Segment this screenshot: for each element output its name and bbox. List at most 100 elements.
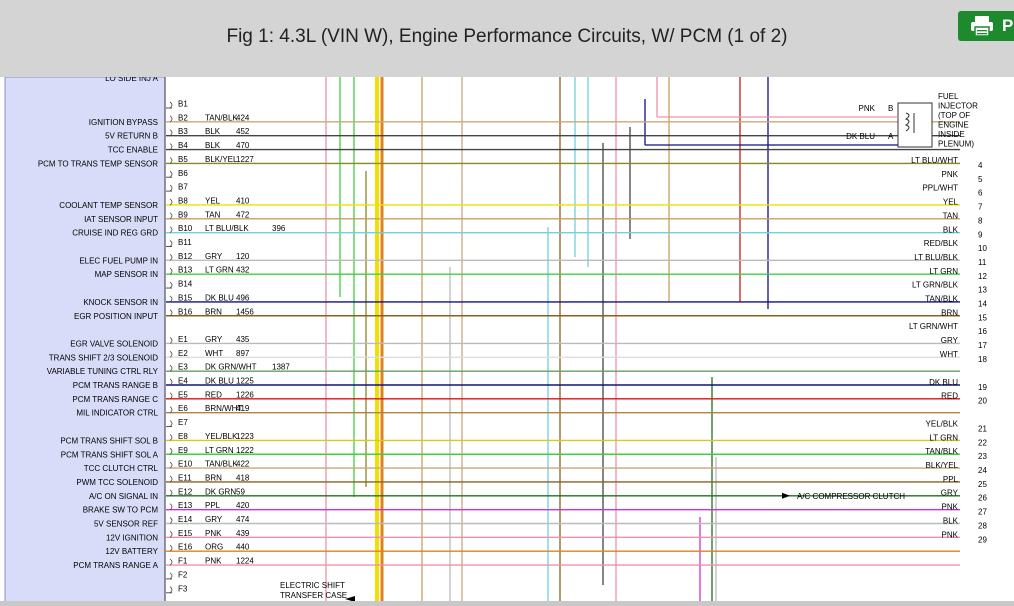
printer-icon xyxy=(971,16,993,36)
pcm-pin-function: IAT SENSOR INPUT xyxy=(84,215,158,224)
header-bar: Fig 1: 4.3L (VIN W), Engine Performance … xyxy=(0,0,1014,77)
pin-number: E4 xyxy=(178,377,188,386)
pcm-pin-function: 12V IGNITION xyxy=(106,533,158,542)
wire-color-code: TAN/BLK xyxy=(205,460,238,469)
pin-number: F3 xyxy=(178,584,188,593)
right-wire-color: RED xyxy=(941,392,958,401)
pcm-pin-function: PCM TRANS SHIFT SOL A xyxy=(61,450,159,459)
right-wire-color: PNK xyxy=(942,503,959,512)
horizontal-scrollbar[interactable] xyxy=(0,601,1014,606)
ac-compressor-clutch-label: A/C COMPRESSOR CLUTCH xyxy=(797,492,905,501)
circuit-number: 420 xyxy=(236,501,250,510)
pin-number: B6 xyxy=(178,169,188,178)
injector-label: (TOP OF xyxy=(938,111,970,120)
wire-color-code: YEL/BLK xyxy=(205,432,238,441)
pin-bracket xyxy=(169,461,173,469)
circuit-number: 897 xyxy=(236,349,250,358)
circuit-number: 1223 xyxy=(236,432,254,441)
pcm-pin-function: KNOCK SENSOR IN xyxy=(83,298,158,307)
pcm-pin-function: PWM TCC SOLENOID xyxy=(76,478,158,487)
circuit-number: 440 xyxy=(236,543,250,552)
pin-number: E15 xyxy=(178,529,193,538)
wire-color-code: BLK xyxy=(205,141,221,150)
pin-number: B16 xyxy=(178,307,193,316)
injector-label: PLENUM) xyxy=(938,140,974,149)
ac-clutch-arrow-icon xyxy=(782,492,790,499)
circuit-number: 452 xyxy=(236,127,250,136)
pin-bracket xyxy=(169,101,173,109)
circuit-number: 422 xyxy=(236,460,250,469)
pin-bracket xyxy=(169,309,173,317)
pin-number: E12 xyxy=(178,487,193,496)
right-wire-color: TAN xyxy=(943,211,959,220)
print-button-label: P xyxy=(1002,16,1014,35)
pin-bracket xyxy=(169,364,173,372)
pin-number: E3 xyxy=(178,363,188,372)
right-wire-number: 9 xyxy=(978,230,983,239)
pin-number: E16 xyxy=(178,543,193,552)
circuit-number: 120 xyxy=(236,252,250,261)
circuit-number: 419 xyxy=(236,404,250,413)
circuit-number: 496 xyxy=(236,293,250,302)
pin-bracket xyxy=(169,295,173,303)
pcm-pin-function: PCM TRANS RANGE C xyxy=(72,395,158,404)
pin-number: E6 xyxy=(178,404,188,413)
wire-color-code: GRY xyxy=(205,515,223,524)
pin-bracket xyxy=(169,447,173,455)
pcm-pin-function: PCM TRANS RANGE A xyxy=(73,561,158,570)
pin-bracket xyxy=(169,392,173,400)
wire-color-code: DK GRN xyxy=(205,487,236,496)
right-wire-number: 12 xyxy=(978,272,987,281)
circuit-number: 424 xyxy=(236,113,250,122)
wire-color-code: LT GRN xyxy=(205,446,234,455)
circuit-number: 432 xyxy=(236,266,250,275)
right-wire-color: DK BLU xyxy=(929,378,958,387)
right-wire-number: 11 xyxy=(978,258,987,267)
right-wire-color: LT GRN/WHT xyxy=(909,322,958,331)
circuit-number: 1222 xyxy=(236,446,254,455)
print-button[interactable]: P xyxy=(958,11,1014,41)
right-wire-number: 26 xyxy=(978,494,987,503)
right-wire-color: GRY xyxy=(941,489,959,498)
pcm-pin-function: TCC ENABLE xyxy=(108,146,158,155)
transfer-case-label: ELECTRIC SHIFT xyxy=(280,581,345,590)
circuit-number: 59 xyxy=(236,487,245,496)
right-wire-number: 24 xyxy=(978,466,987,475)
pcm-pin-function: ELEC FUEL PUMP IN xyxy=(79,256,158,265)
injector-label: ENGINE xyxy=(938,121,969,130)
circuit-number: 439 xyxy=(236,529,250,538)
pin-number: E9 xyxy=(178,446,188,455)
right-wire-number: 29 xyxy=(978,535,987,544)
right-wire-number: 28 xyxy=(978,521,987,530)
wire-color-code: BLK/YEL xyxy=(205,155,238,164)
pin-bracket xyxy=(169,337,173,344)
pin-number: E1 xyxy=(178,335,188,344)
right-wire-number: 4 xyxy=(978,161,983,170)
right-wire-number: 13 xyxy=(978,286,987,295)
circuit-number: 1387 xyxy=(272,363,290,372)
pin-bracket xyxy=(169,212,173,220)
pin-bracket xyxy=(169,226,173,233)
pcm-pin-function: 12V BATTERY xyxy=(105,547,158,556)
right-wire-number: 5 xyxy=(978,175,983,184)
wire-color-code: YEL xyxy=(205,196,221,205)
wire-color-code: PPL xyxy=(205,501,221,510)
right-wire-number: 7 xyxy=(978,203,983,212)
pin-number: E8 xyxy=(178,432,188,441)
pin-bracket xyxy=(169,129,173,137)
circuit-number: 1224 xyxy=(236,557,254,566)
pin-bracket xyxy=(169,517,173,524)
pin-number: B14 xyxy=(178,280,193,289)
pin-number: B5 xyxy=(178,155,188,164)
right-wire-color: PPL xyxy=(943,475,959,484)
injector-pin-b-color: PNK xyxy=(859,104,876,113)
wire-color-code: DK BLU xyxy=(205,293,234,302)
pcm-pin-function: 5V SENSOR REF xyxy=(94,520,158,529)
pin-number: B11 xyxy=(178,238,192,247)
pin-number: B4 xyxy=(178,141,188,150)
right-wire-color: LT GRN/BLK xyxy=(912,281,959,290)
circuit-number: 1456 xyxy=(236,307,254,316)
right-wire-number: 14 xyxy=(978,300,987,309)
circuit-number: 1226 xyxy=(236,390,254,399)
injector-pin-a-color: DK BLU xyxy=(846,132,875,141)
